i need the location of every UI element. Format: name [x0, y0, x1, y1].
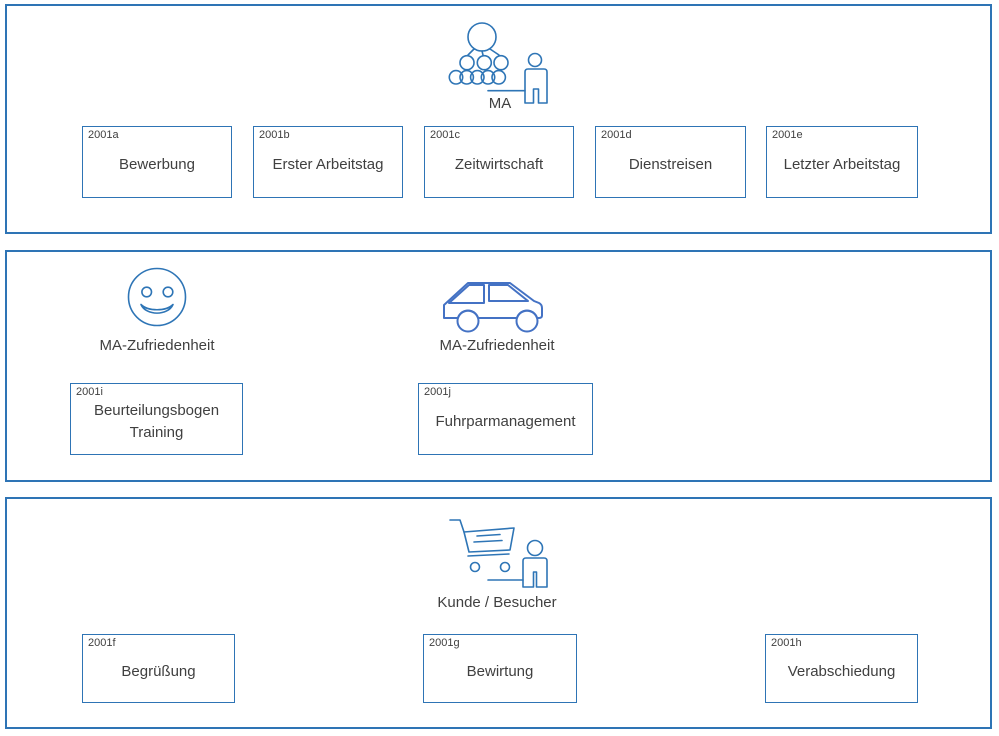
icon-caption-kunde-besucher: Kunde / Besucher: [437, 594, 557, 611]
process-label: Erster Arbeitstag: [272, 156, 384, 174]
process-label: Dienstreisen: [628, 156, 713, 174]
process-code: 2001f: [88, 637, 116, 649]
process-box-2001b[interactable]: 2001b Erster Arbeitstag: [253, 126, 403, 198]
process-box-2001a[interactable]: 2001a Bewerbung: [82, 126, 232, 198]
process-label: Begrüßung: [121, 662, 196, 680]
process-box-2001j[interactable]: 2001j Fuhrparmanagement: [418, 383, 593, 455]
process-label: Bewerbung: [119, 156, 195, 174]
process-box-2001f[interactable]: 2001f Begrüßung: [82, 634, 235, 703]
shopping-cart-person-icon: [449, 519, 548, 588]
car-icon: [443, 282, 543, 333]
smiley-icon: [127, 267, 187, 327]
process-box-2001e[interactable]: 2001e Letzter Arbeitstag: [766, 126, 918, 198]
panel-mitarbeiter: MA 2001a Bewerbung 2001b Erster Arbeitst…: [5, 4, 992, 234]
process-label: Fuhrparmanagement: [435, 413, 576, 431]
process-code: 2001i: [76, 386, 103, 398]
process-code: 2001c: [430, 129, 460, 141]
process-label: Letzter Arbeitstag: [783, 156, 901, 174]
process-code: 2001j: [424, 386, 451, 398]
process-box-2001c[interactable]: 2001c Zeitwirtschaft: [424, 126, 574, 198]
panel-zufriedenheit: MA-Zufriedenheit MA-Zufriedenheit 2001i …: [5, 250, 992, 482]
icon-caption-ma: MA: [488, 95, 512, 112]
panel-kunde-besucher: Kunde / Besucher 2001f Begrüßung 2001g B…: [5, 497, 992, 729]
process-label: Beurteilungsbogen Training: [93, 402, 220, 441]
process-code: 2001a: [88, 129, 119, 141]
process-box-2001h[interactable]: 2001h Verabschiedung: [765, 634, 918, 703]
process-label: Bewirtung: [466, 662, 534, 680]
process-label: Zeitwirtschaft: [454, 156, 544, 174]
icon-caption-ma-zufriedenheit-1: MA-Zufriedenheit: [99, 337, 215, 354]
process-code: 2001b: [259, 129, 290, 141]
process-code: 2001e: [772, 129, 803, 141]
process-box-2001d[interactable]: 2001d Dienstreisen: [595, 126, 746, 198]
process-box-2001g[interactable]: 2001g Bewirtung: [423, 634, 577, 703]
process-code: 2001d: [601, 129, 632, 141]
icon-caption-ma-zufriedenheit-2: MA-Zufriedenheit: [439, 337, 555, 354]
process-box-2001i[interactable]: 2001i Beurteilungsbogen Training: [70, 383, 243, 455]
org-chart-person-icon: [448, 22, 548, 104]
process-code: 2001g: [429, 637, 460, 649]
process-label: Verabschiedung: [787, 662, 896, 680]
process-code: 2001h: [771, 637, 802, 649]
